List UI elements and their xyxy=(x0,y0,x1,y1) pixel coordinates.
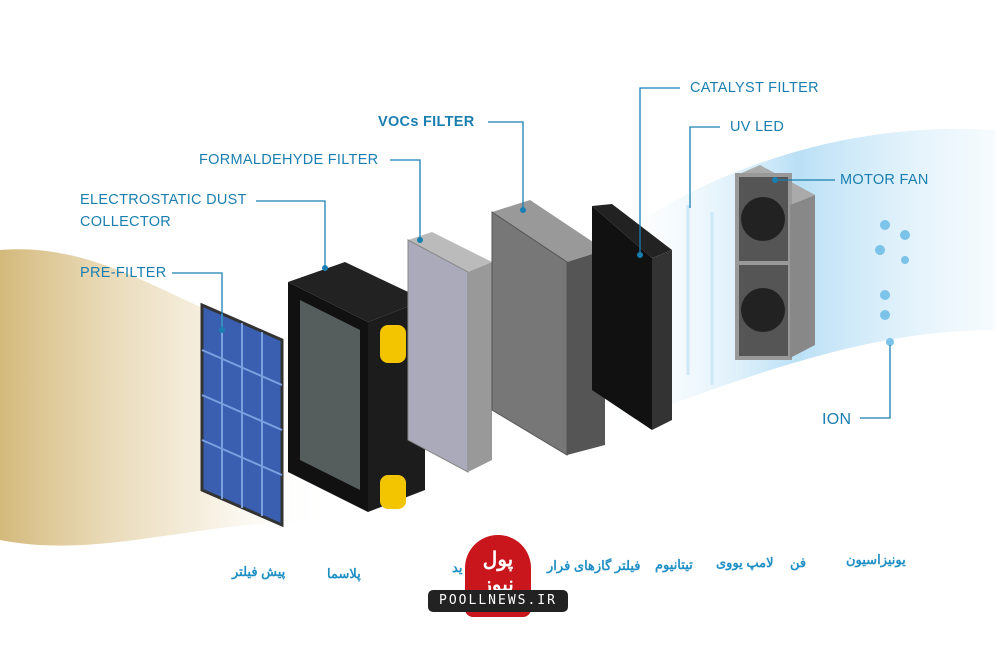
fa-label-vocs: فیلتر گازهای فرار xyxy=(547,558,641,573)
label-formaldehyde-filter: FORMALDEHYDE FILTER xyxy=(199,152,379,168)
label-vocs-filter: VOCs FILTER xyxy=(378,114,475,130)
label-ion: ION xyxy=(822,411,852,428)
label-pre-filter: PRE-FILTER xyxy=(80,265,167,281)
fa-label-fan: فن xyxy=(790,555,807,570)
fa-label-uv-lamp: لامپ یووی xyxy=(716,555,774,570)
watermark-logo: پول نیوز POOLLNEWS.IR xyxy=(428,535,568,617)
formaldehyde-filter-graphic xyxy=(407,232,492,473)
label-electrostatic-line1: ELECTROSTATIC DUST xyxy=(80,192,247,208)
fa-label-formaldehyde: ید xyxy=(452,560,463,575)
label-motor-fan: MOTOR FAN xyxy=(840,172,929,188)
fa-label-ionization: یونیزاسیون xyxy=(846,552,906,567)
electrostatic-collector-graphic xyxy=(288,262,425,512)
label-uv-led: UV LED xyxy=(730,119,785,135)
vocs-filter-graphic xyxy=(491,200,605,456)
ion-particles xyxy=(875,220,910,346)
uv-led-graphic xyxy=(686,205,714,385)
leader-lines xyxy=(172,87,891,419)
catalyst-filter-graphic xyxy=(592,204,672,430)
logo-site: POOLLNEWS.IR xyxy=(428,590,568,612)
fa-label-plasma: پلاسما xyxy=(327,566,361,581)
motor-fan-graphic xyxy=(735,165,815,360)
fa-label-titanium: تیتانیوم xyxy=(655,557,693,572)
fa-label-pre-filter: پیش فیلتر xyxy=(232,564,286,579)
label-electrostatic-line2: COLLECTOR xyxy=(80,214,172,230)
pre-filter-graphic xyxy=(200,302,284,528)
label-catalyst-filter: CATALYST FILTER xyxy=(690,80,819,96)
